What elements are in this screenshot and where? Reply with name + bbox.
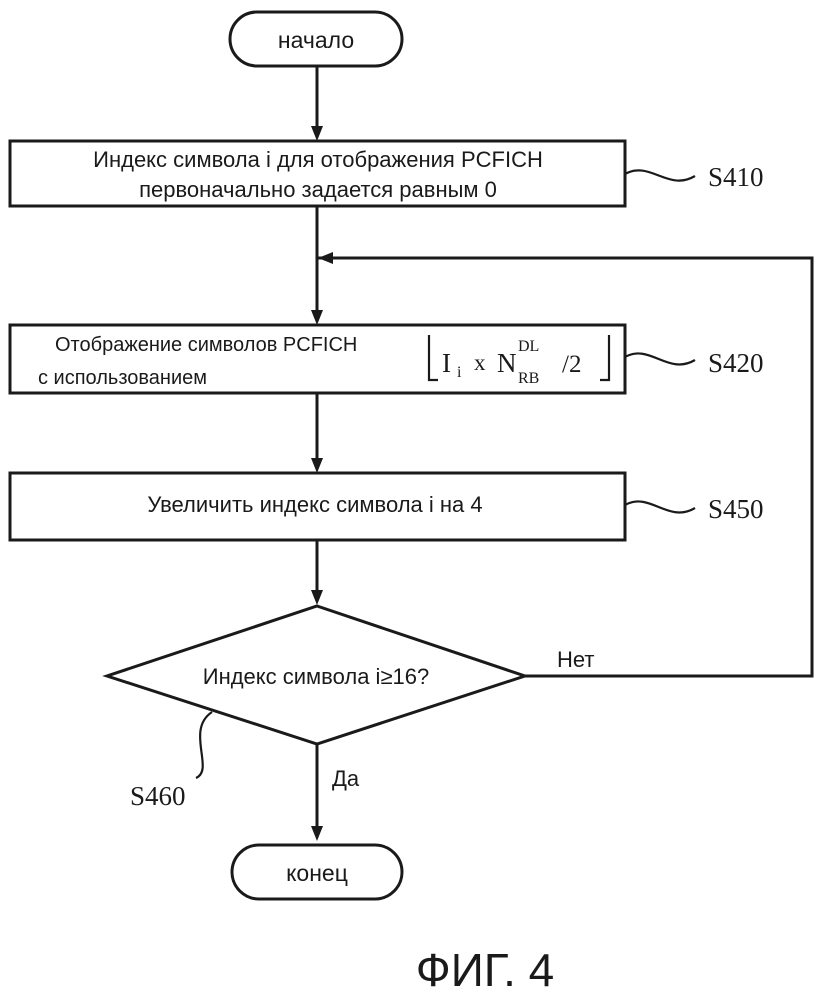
s410-text-line2: первоначально задается равным 0: [139, 177, 497, 202]
start-terminator: [228, 10, 404, 68]
s420-formula: I i x N DL RB /2: [442, 338, 581, 387]
s460-decision-diamond: [102, 604, 530, 746]
arrowhead-s410: [311, 126, 323, 141]
s410-process-box: [8, 139, 627, 208]
loop-back-connector: [318, 256, 814, 678]
figure-caption: ФИГ. 4: [416, 944, 554, 996]
arrowhead-s460: [311, 590, 323, 605]
arrowhead-loop: [318, 252, 333, 264]
end-terminator: [230, 843, 404, 901]
s450-ref: S450: [708, 494, 764, 524]
arrowhead-end: [311, 826, 323, 841]
s450-leader: [624, 500, 696, 514]
floor-bracket-right: [600, 335, 611, 382]
start-label: начало: [278, 27, 354, 53]
no-label: Нет: [557, 647, 594, 672]
s420-process-box: [8, 323, 627, 395]
formula-x: x: [474, 350, 486, 375]
s460-leader: [195, 711, 213, 780]
s420-text-line1: Отображение символов PCFICH: [55, 334, 357, 356]
formula-I: I: [442, 348, 451, 378]
formula-RB-subscript: RB: [518, 370, 539, 387]
formula-DL-superscript: DL: [518, 338, 539, 355]
s420-text-line2: с использованием: [38, 367, 207, 389]
formula-div: /2: [562, 351, 581, 378]
s450-text: Увеличить индекс символа i на 4: [147, 492, 482, 517]
s460-text: Индекс символа i≥16?: [203, 664, 429, 689]
arrowhead-s420: [311, 310, 323, 325]
floor-bracket-left: [427, 335, 438, 382]
s420-leader: [624, 352, 696, 366]
s410-text-line1: Индекс символа i для отображения PCFICH: [93, 147, 543, 172]
end-label: конец: [286, 860, 348, 886]
formula-N: N: [497, 348, 517, 378]
s450-process-box: [8, 471, 627, 542]
arrowhead-s450: [311, 458, 323, 473]
s410-leader: [624, 169, 696, 182]
s410-ref: S410: [708, 162, 764, 192]
formula-i-subscript: i: [457, 364, 462, 381]
s420-ref: S420: [708, 348, 764, 378]
s460-ref: S460: [130, 781, 186, 811]
yes-label: Да: [332, 766, 360, 791]
